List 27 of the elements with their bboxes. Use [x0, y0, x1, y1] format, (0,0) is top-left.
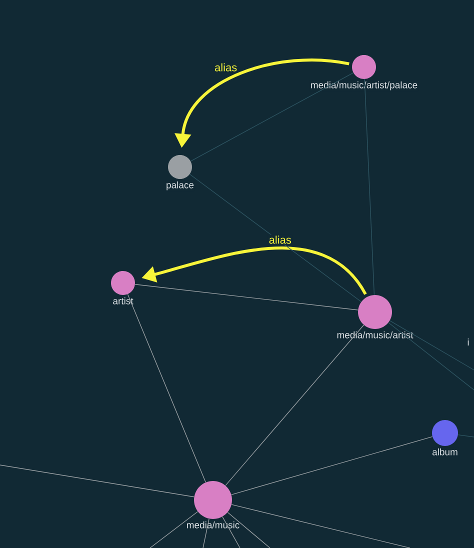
connector-line [222, 516, 240, 548]
edge-label: alias [214, 62, 238, 72]
connector-line [189, 174, 362, 302]
graph-node: artist [111, 271, 135, 306]
connector-line [190, 72, 354, 162]
graph-node: media/music/artist/palace [309, 55, 419, 92]
node-label: album [432, 448, 458, 456]
node-label: palace [166, 181, 194, 190]
edge-label: alias [268, 234, 292, 245]
connector-line [231, 436, 433, 496]
node-label: media/music/artist/palace [311, 81, 418, 90]
connector-line [458, 434, 474, 438]
connector-line [134, 284, 358, 310]
connector-line [127, 294, 206, 483]
connector-line [389, 320, 474, 370]
graph-node: palace [165, 155, 195, 192]
connector-line [231, 504, 410, 548]
cut-label: i [468, 338, 469, 346]
connector-line [202, 518, 210, 548]
graph-node: album [431, 420, 459, 456]
connector-line [227, 512, 270, 548]
connector-line [364, 78, 375, 296]
node-label: artist [113, 297, 134, 304]
connector-line [150, 511, 198, 548]
connector-line [0, 464, 194, 498]
connector-line [388, 322, 474, 390]
connector-line [225, 324, 364, 486]
